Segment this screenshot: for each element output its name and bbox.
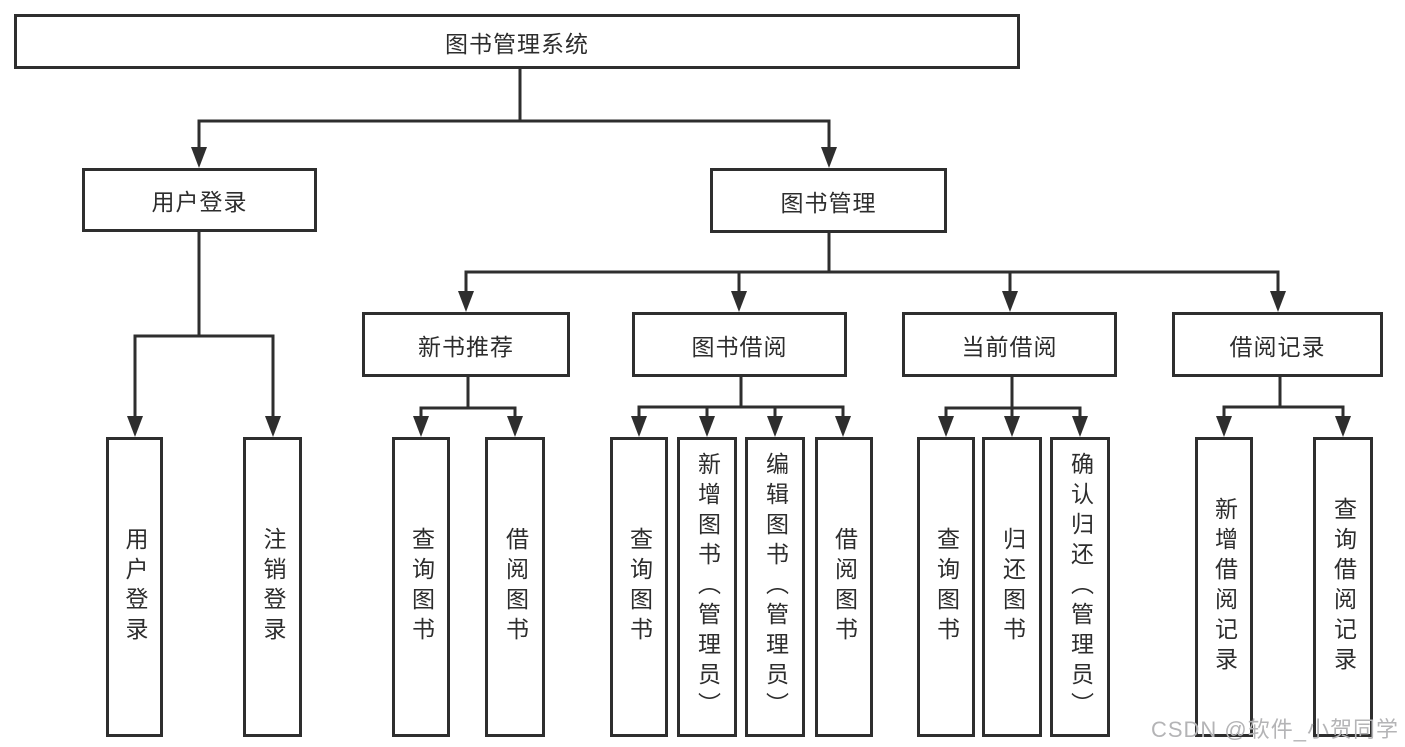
node-book-borrowing: 图书借阅	[632, 312, 847, 377]
connector-new-book-children	[413, 375, 523, 437]
leaf-add-books-admin: 新增图书（管理员）	[677, 437, 737, 737]
connector-current-borrow-children	[938, 375, 1088, 437]
connector-book-borrow-children	[631, 375, 851, 437]
leaf-return-books: 归还图书	[982, 437, 1042, 737]
leaf-edit-books-admin: 编辑图书（管理员）	[745, 437, 805, 737]
node-book-management: 图书管理	[710, 168, 947, 233]
connector-borrow-records-children	[1216, 375, 1351, 437]
leaf-confirm-return-admin: 确认归还（管理员）	[1050, 437, 1110, 737]
node-new-book-recommendation: 新书推荐	[362, 312, 570, 377]
connector-root-to-level2	[191, 67, 837, 168]
leaf-query-books-borrow: 查询图书	[610, 437, 668, 737]
node-current-borrowing: 当前借阅	[902, 312, 1117, 377]
connector-book-management-children	[458, 231, 1286, 312]
leaf-user-login: 用户登录	[106, 437, 163, 737]
leaf-logout: 注销登录	[243, 437, 302, 737]
node-user-login: 用户登录	[82, 168, 317, 232]
node-borrowing-records: 借阅记录	[1172, 312, 1383, 377]
leaf-borrow-books: 借阅图书	[815, 437, 873, 737]
leaf-borrow-books-recommend: 借阅图书	[485, 437, 545, 737]
leaf-add-borrow-record: 新增借阅记录	[1195, 437, 1253, 737]
node-library-management-system: 图书管理系统	[14, 14, 1020, 69]
leaf-query-borrow-record: 查询借阅记录	[1313, 437, 1373, 737]
watermark: CSDN @软件_小贺同学	[1150, 717, 1399, 742]
leaf-query-books-current: 查询图书	[917, 437, 975, 737]
connector-user-login-children	[127, 230, 281, 437]
leaf-query-books-recommend: 查询图书	[392, 437, 450, 737]
